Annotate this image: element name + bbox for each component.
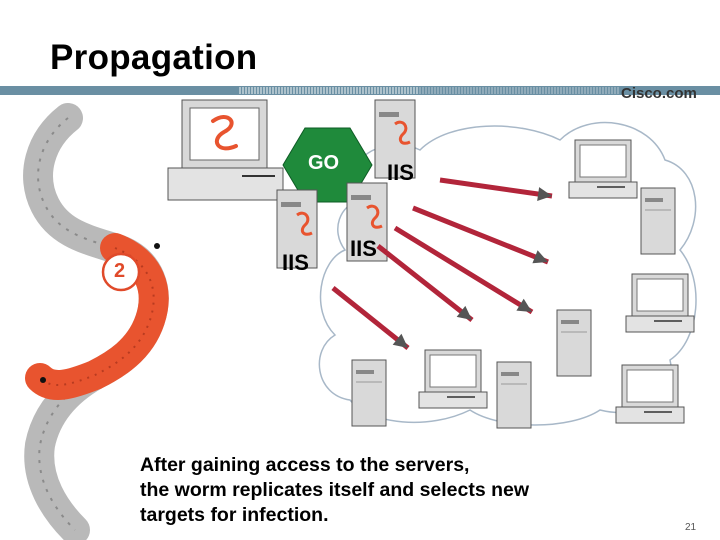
server-icon [374,99,416,179]
go-label: GO [308,152,340,174]
caption: After gaining access to the servers, the… [140,453,640,528]
computer-icon [418,349,488,409]
server-label: IIS [282,250,309,275]
arrow-icon [439,177,553,201]
page-number: 21 [685,522,697,533]
propagation-arrows [331,177,553,350]
server-label: IIS [350,236,377,261]
step-badge: 2 [114,260,126,282]
caption-line: the worm replicates itself and selects n… [140,479,530,501]
server-icon [351,359,387,427]
server-label: IIS [387,160,414,185]
arrow-icon [331,286,410,350]
computer-icon [625,273,695,333]
brand-logo: Cisco.com [621,85,697,102]
page-title: Propagation [50,38,258,77]
step-badge-icon [101,252,141,292]
arrow-icon [393,225,534,315]
computer-icon [615,364,685,424]
server-icon [276,189,318,269]
server-icon [556,309,592,377]
computer-icon [167,99,284,201]
caption-line: targets for infection. [140,504,329,526]
worm-icon [23,103,169,540]
server-icon [640,187,676,255]
server-icon [496,361,532,429]
computer-icon [568,139,638,199]
arrow-icon [412,205,549,265]
caption-line: After gaining access to the servers, [140,454,470,476]
arrow-icon [376,244,474,322]
header-stripe [0,86,720,95]
